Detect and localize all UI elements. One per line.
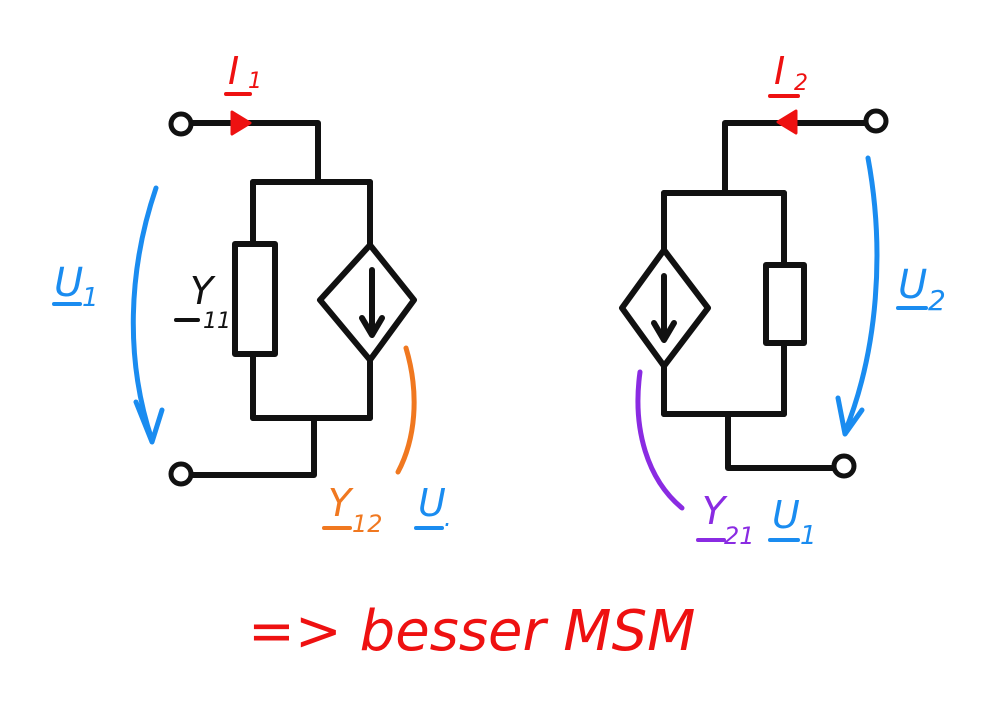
svg-text:2: 2 (794, 71, 808, 96)
svg-text:Y: Y (328, 481, 354, 525)
right-source-label: Y 21 U 1 (696, 489, 817, 551)
svg-text:11: 11 (203, 309, 231, 334)
svg-text:I: I (228, 49, 239, 93)
right-source-pointer (635, 369, 685, 511)
svg-text:12: 12 (352, 510, 383, 538)
svg-text:.: . (444, 504, 452, 532)
right-top-wire (722, 120, 871, 196)
svg-text:1: 1 (82, 283, 99, 313)
svg-text:1: 1 (800, 521, 817, 551)
left-top-wire (188, 120, 321, 185)
svg-text:Y: Y (190, 269, 216, 313)
left-current-label: I 1 (224, 49, 262, 96)
svg-text:21: 21 (724, 522, 755, 550)
right-resistor (763, 262, 807, 346)
right-circuit (619, 108, 889, 511)
right-voltage-arrow (835, 155, 880, 437)
right-current-arrow (776, 109, 798, 135)
conclusion-text: => besser MSM (248, 599, 695, 664)
svg-text:1: 1 (248, 69, 262, 94)
svg-text:U: U (898, 262, 927, 308)
svg-text:U: U (418, 481, 446, 525)
left-admittance-resistor (232, 241, 278, 357)
right-bottom-wire (725, 411, 837, 471)
left-bottom-wire (188, 415, 317, 478)
left-current-arrow (230, 110, 252, 136)
left-top-terminal (168, 111, 194, 137)
left-source-label: Y 12 U . (322, 481, 452, 538)
left-source-pointer (395, 345, 417, 475)
left-dependent-current-source (317, 242, 417, 363)
right-bottom-terminal (831, 453, 857, 479)
left-circuit (130, 110, 417, 487)
right-source-arrow (651, 273, 677, 343)
left-bottom-terminal (168, 461, 194, 487)
svg-text:U: U (54, 260, 83, 306)
svg-text:I: I (774, 49, 785, 93)
left-source-arrow (359, 267, 385, 338)
svg-text:U: U (772, 493, 800, 537)
svg-text:Y: Y (702, 489, 728, 533)
right-top-terminal (863, 108, 889, 134)
svg-text:2: 2 (928, 284, 946, 317)
left-voltage-arrow (130, 185, 165, 445)
left-admittance-label: Y 11 (174, 269, 231, 334)
left-voltage-label: U 1 (52, 260, 99, 313)
right-current-label: I 2 (768, 49, 808, 98)
right-voltage-label: U 2 (896, 262, 946, 317)
